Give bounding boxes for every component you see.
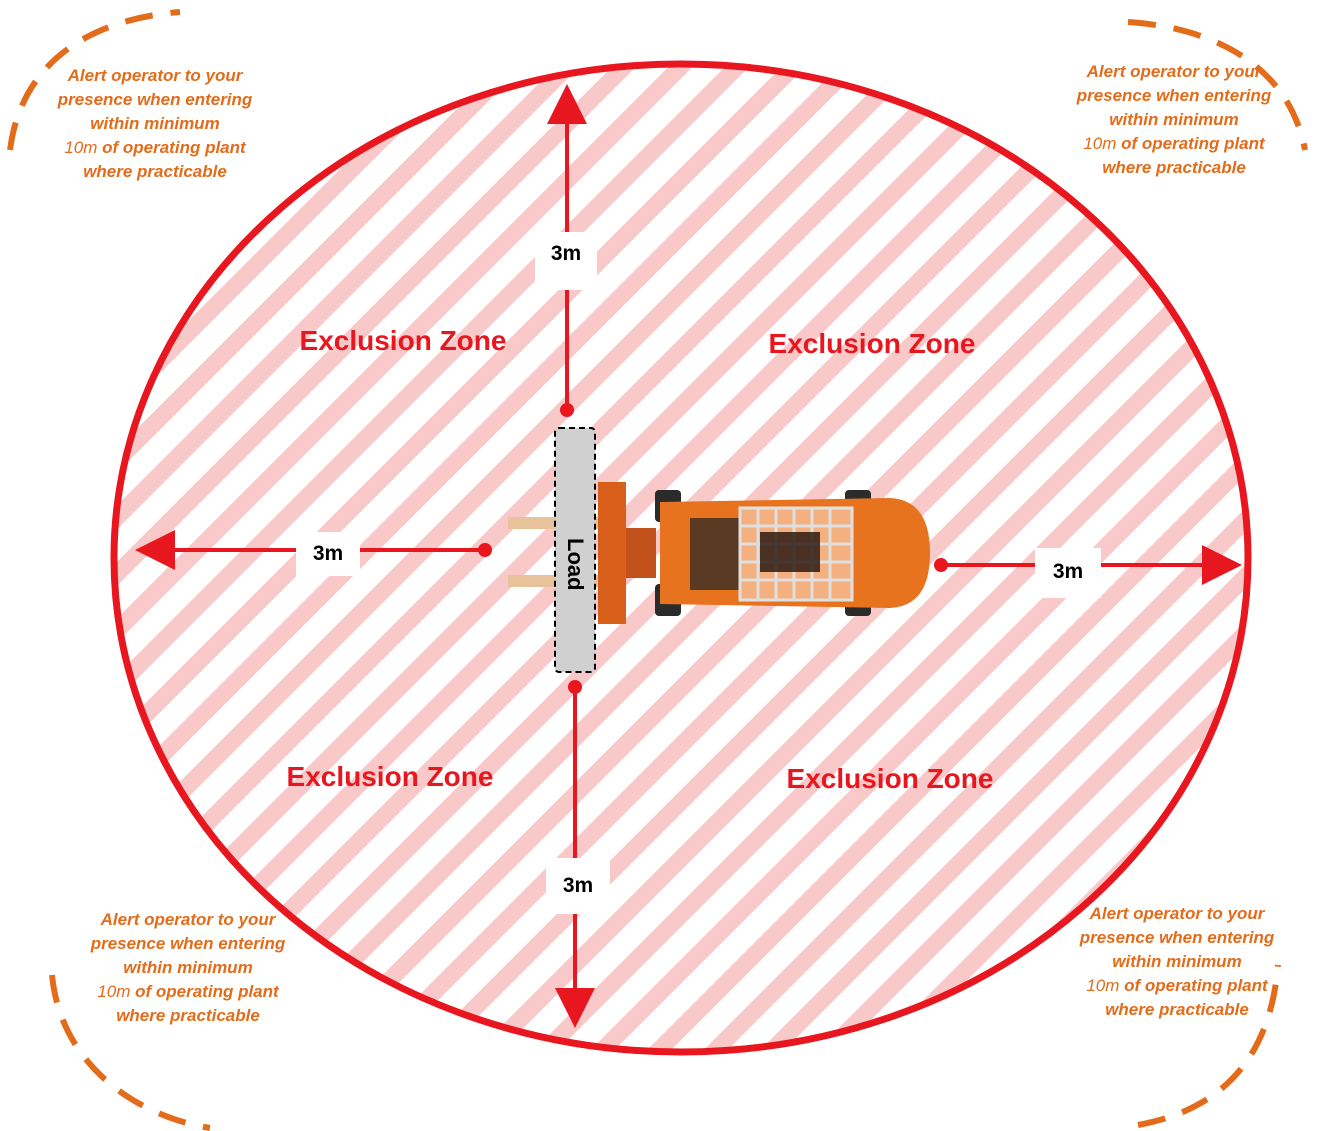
alert-note-bottom-right: Alert operator to your presence when ent… — [1077, 902, 1277, 1022]
alert-note-top-right: Alert operator to your presence when ent… — [1074, 60, 1274, 180]
outer-10m-boundary — [7, 9, 1308, 1131]
dot-left — [478, 543, 492, 557]
forklift-icon — [508, 482, 930, 624]
alert-note-distance: 10m — [64, 138, 98, 157]
dot-right — [934, 558, 948, 572]
outer-boundary-arc-bottom-right — [1137, 964, 1281, 1128]
alert-note-bottom-left: Alert operator to your presence when ent… — [88, 908, 288, 1028]
alert-note-top-left: Alert operator to your presence when ent… — [55, 64, 255, 184]
alert-note-text: Alert operator to your presence when ent… — [1079, 904, 1275, 971]
load-label: Load — [563, 538, 588, 591]
exclusion-zone-boundary — [110, 60, 1252, 1056]
distance-label-top: 3m — [535, 232, 597, 290]
alert-note-text: Alert operator to your presence when ent… — [1076, 62, 1272, 129]
load-block — [554, 427, 596, 673]
alert-note-distance: 10m — [1086, 976, 1120, 995]
alert-note-text-2: of operating plant where practicable — [83, 138, 246, 181]
arrow-origin-dots — [478, 403, 948, 694]
alert-note-text: Alert operator to your presence when ent… — [57, 66, 253, 133]
alert-note-distance: 10m — [97, 982, 131, 1001]
zone-label-bottom-right: Exclusion Zone — [786, 763, 994, 794]
alert-note-text: Alert operator to your presence when ent… — [90, 910, 286, 977]
alert-note-text-2: of operating plant where practicable — [116, 982, 279, 1025]
alert-note-text-2: of operating plant where practicable — [1105, 976, 1268, 1019]
outer-boundary-arc-top-left — [7, 9, 181, 151]
distance-label-right: 3m — [1035, 548, 1101, 598]
outer-boundary-arc-top-right — [1127, 19, 1308, 151]
zone-label-top-right: Exclusion Zone — [768, 328, 976, 359]
outer-boundary-arc-bottom-left — [49, 974, 211, 1131]
distance-label-left: 3m — [296, 532, 360, 576]
dot-top — [560, 403, 574, 417]
zone-label-top-left: Exclusion Zone — [299, 325, 507, 356]
dot-bottom — [568, 680, 582, 694]
alert-note-text-2: of operating plant where practicable — [1102, 134, 1265, 177]
alert-note-distance: 10m — [1083, 134, 1117, 153]
zone-label-bottom-left: Exclusion Zone — [286, 761, 494, 792]
distance-label-bottom: 3m — [546, 858, 610, 914]
